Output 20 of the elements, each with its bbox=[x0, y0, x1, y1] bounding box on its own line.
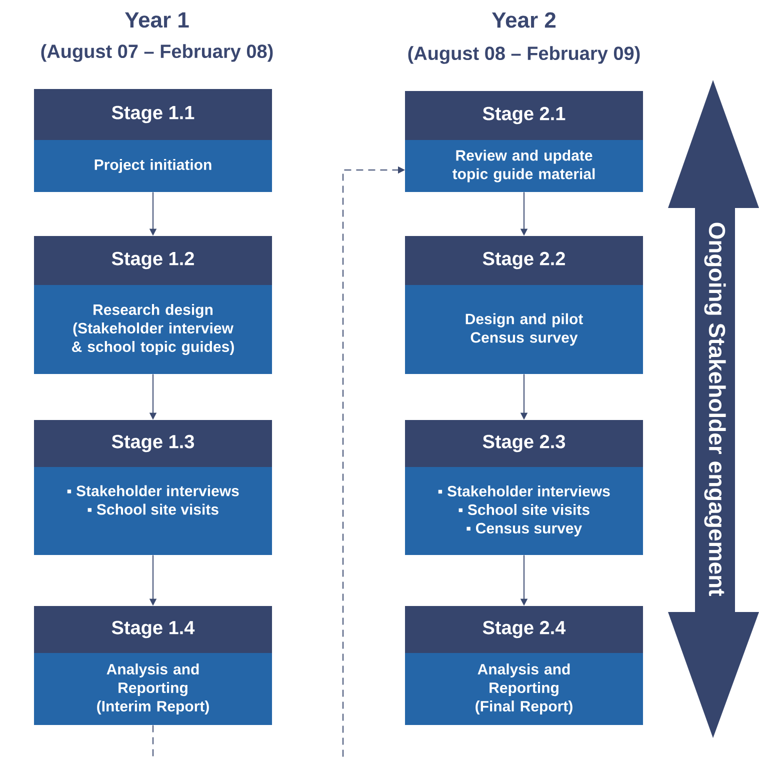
stage-header: Stage 1.4 bbox=[34, 606, 272, 653]
stage-header: Stage 1.1 bbox=[34, 89, 272, 140]
stage-header: Stage 1.3 bbox=[34, 420, 272, 467]
stage-body: Project initiation bbox=[34, 140, 272, 192]
stage-body: Research design (Stakeholder interview & school topic guides) bbox=[34, 285, 272, 374]
stage-body: ▪ Stakeholder interviews ▪ School site visits bbox=[34, 467, 272, 555]
stage-header: Stage 2.4 bbox=[405, 606, 643, 653]
stage-body: Review and update topic guide material bbox=[405, 140, 643, 192]
stage-body: Analysis and Reporting (Final Report) bbox=[405, 653, 643, 725]
date-range: (August 07 – February 08) bbox=[41, 44, 273, 62]
stage-header: Stage 2.1 bbox=[405, 91, 643, 140]
stage-header: Stage 1.2 bbox=[34, 236, 272, 285]
stage-header: Stage 2.3 bbox=[405, 420, 643, 467]
year-heading: Year 1 bbox=[124, 12, 189, 28]
stage-body: Design and pilot Census survey bbox=[405, 285, 643, 374]
stage-header: Stage 2.2 bbox=[405, 236, 643, 285]
stage-body: ▪ Stakeholder interviews ▪ School site visits ▪ Census survey bbox=[405, 467, 643, 555]
year-heading: Year 2 bbox=[492, 12, 556, 28]
stage-body: Analysis and Reporting (Interim Report) bbox=[34, 653, 272, 725]
date-range: (August 08 – February 09) bbox=[408, 46, 640, 64]
